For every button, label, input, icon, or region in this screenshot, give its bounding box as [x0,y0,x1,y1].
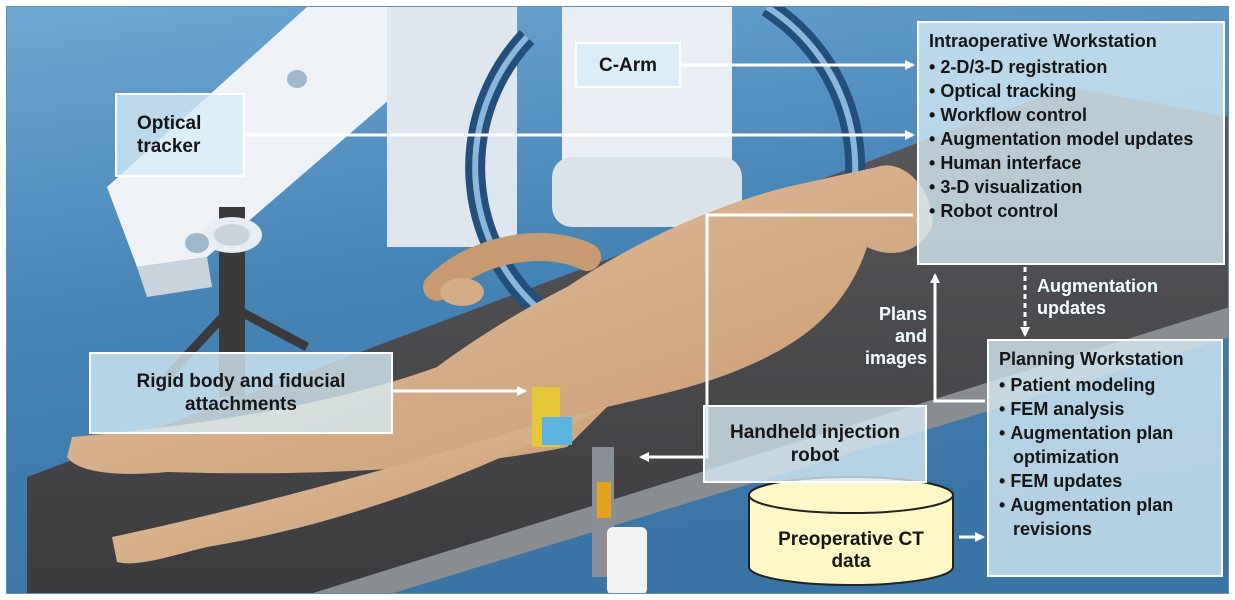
list-item: FEM analysis [999,397,1211,421]
list-item: Augmentation plan revisions [999,493,1211,541]
list-item: 2-D/3-D registration [929,55,1213,79]
list-item: Augmentation plan optimization [999,421,1211,469]
intraoperative-list: 2-D/3-D registration Optical tracking Wo… [929,55,1213,223]
preoperative-ct-label: Preoperative CT data [777,529,925,573]
list-item: Patient modeling [999,373,1211,397]
rigid-body-label-box: Rigid body and fiducial attachments [89,352,393,434]
c-arm-label: C-Arm [599,54,657,77]
intraoperative-workstation-panel: Intraoperative Workstation 2-D/3-D regis… [917,21,1225,265]
intraoperative-title: Intraoperative Workstation [929,29,1213,53]
c-arm-label-box: C-Arm [575,42,681,88]
list-item: Human interface [929,151,1213,175]
list-item: Robot control [929,199,1213,223]
list-item: Augmentation model updates [929,127,1213,151]
figure: C-Arm Optical tracker Rigid body and fid… [6,6,1229,594]
augmentation-updates-label: Augmentation updates [1037,275,1187,319]
handheld-robot-label: Handheld injection robot [730,421,900,467]
plans-and-images-label: Plans and images [859,303,927,369]
list-item: 3-D visualization [929,175,1213,199]
optical-tracker-label-box: Optical tracker [115,93,245,177]
planning-list: Patient modeling FEM analysis Augmentati… [999,373,1211,541]
optical-tracker-label: Optical tracker [137,112,227,158]
list-item: Workflow control [929,103,1213,127]
list-item: Optical tracking [929,79,1213,103]
handheld-robot-label-box: Handheld injection robot [703,405,927,483]
planning-workstation-panel: Planning Workstation Patient modeling FE… [987,339,1223,577]
list-item: FEM updates [999,469,1211,493]
planning-title: Planning Workstation [999,347,1211,371]
rigid-body-label: Rigid body and fiducial attachments [116,370,366,416]
